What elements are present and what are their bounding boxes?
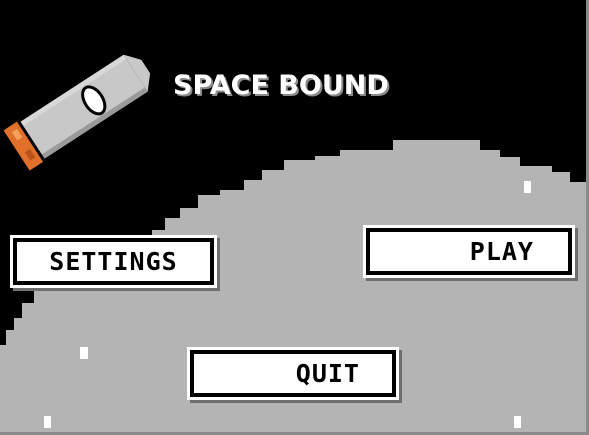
game-title: SPACE BOUND [173,70,389,101]
quit-button-label: QUIT [295,359,360,388]
settings-button[interactable]: SETTINGS [13,238,214,285]
surface-rock [44,416,51,428]
surface-rock [514,416,521,428]
settings-button-label: SETTINGS [49,247,178,276]
surface-rock [524,181,531,193]
surface-rock [80,347,88,359]
planet-surface [0,140,586,435]
screen-border-right [586,0,589,435]
screen-border-bottom [0,432,589,435]
play-button[interactable]: PLAY [366,228,572,275]
quit-button[interactable]: QUIT [190,350,396,397]
play-button-label: PLAY [469,237,534,266]
rocket-icon [3,54,151,171]
